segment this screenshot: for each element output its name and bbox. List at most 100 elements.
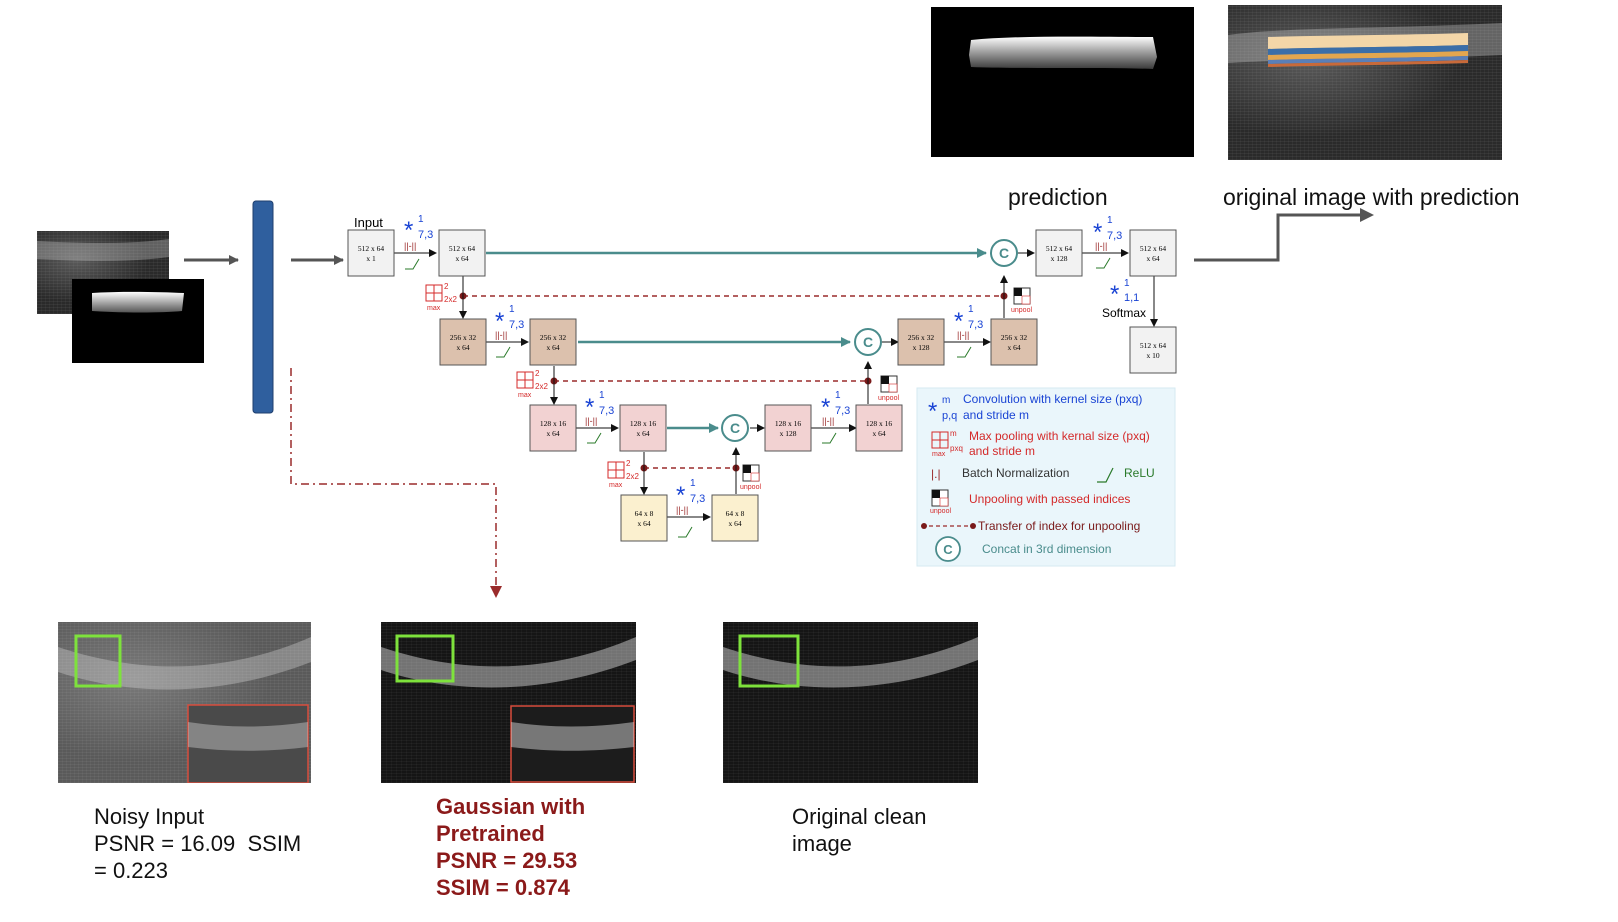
block-enc2b: 256 x 32 x 64 <box>529 318 577 366</box>
legend-pool-text-2: and stride m <box>969 444 1035 458</box>
svg-text:512 x 64: 512 x 64 <box>358 244 385 253</box>
legend-bn-text: Batch Normalization <box>962 466 1069 480</box>
original-with-prediction-image <box>1228 5 1502 160</box>
svg-text:7,3: 7,3 <box>968 319 983 331</box>
output-arrow <box>1194 213 1360 262</box>
svg-text:x 128: x 128 <box>913 343 930 352</box>
svg-text:||-||: ||-|| <box>1095 241 1107 251</box>
svg-text:1: 1 <box>1107 215 1113 226</box>
svg-text:7,3: 7,3 <box>599 405 614 417</box>
svg-text:1: 1 <box>418 214 424 225</box>
svg-text:x 1: x 1 <box>366 254 376 263</box>
svg-text:x 128: x 128 <box>1051 254 1068 263</box>
clean-layers <box>723 634 978 688</box>
svg-text:256 x 32: 256 x 32 <box>450 333 477 342</box>
gaussian-caption-line4: SSIM = 0.874 <box>436 875 570 900</box>
original-with-prediction-label: original image with prediction <box>1223 184 1520 210</box>
input-mask-shape <box>92 291 184 313</box>
concat-circle-1: C <box>990 239 1018 267</box>
conv-op-4: * 1 7,3 ||-|| <box>676 478 705 538</box>
conv-op-out: * 1 1,1 <box>1110 278 1139 308</box>
unpool-icon-3: unpool <box>740 464 761 491</box>
svg-text:*: * <box>928 398 937 425</box>
block-dec3b: 128 x 16 x 64 <box>855 404 903 452</box>
gaussian-caption-line3: PSNR = 29.53 <box>436 848 578 873</box>
svg-text:C: C <box>943 542 953 557</box>
svg-text:pxq: pxq <box>950 444 963 453</box>
encoder-bar <box>252 200 274 414</box>
legend-conv-icon: * m p,q <box>928 395 957 425</box>
svg-text:2: 2 <box>444 282 449 291</box>
svg-text:x 64: x 64 <box>636 429 649 438</box>
svg-text:unpool: unpool <box>1011 307 1032 314</box>
svg-text:256 x 32: 256 x 32 <box>1001 333 1028 342</box>
block-dec1a: 512 x 64 x 128 <box>1035 229 1083 277</box>
denoise-link <box>290 368 497 592</box>
svg-text:128 x 16: 128 x 16 <box>630 419 657 428</box>
softmax-label: Softmax <box>1102 306 1146 320</box>
svg-text:*: * <box>404 217 413 244</box>
overlay-layers <box>1228 23 1502 67</box>
clean-caption: Original clean image <box>792 803 927 857</box>
clean-caption-line1: Original clean <box>792 804 927 829</box>
svg-text:1: 1 <box>509 304 515 315</box>
svg-text:*: * <box>954 308 963 335</box>
maxpool-icon-3: 2 2x2 max <box>607 459 639 489</box>
block-input: 512 x 64 x 1 <box>347 229 395 277</box>
svg-text:*: * <box>1093 219 1102 246</box>
svg-text:1: 1 <box>1124 278 1130 289</box>
svg-text:*: * <box>821 394 830 421</box>
concat-circle-2: C <box>854 328 882 356</box>
svg-text:7,3: 7,3 <box>690 493 705 505</box>
svg-text:x 64: x 64 <box>637 519 650 528</box>
svg-text:p,q: p,q <box>942 410 957 422</box>
svg-text:1: 1 <box>835 390 841 401</box>
svg-text:max: max <box>427 305 441 312</box>
legend-conv-text-2: and stride m <box>963 408 1029 422</box>
svg-text:*: * <box>585 394 594 421</box>
svg-text:256 x 32: 256 x 32 <box>540 333 567 342</box>
svg-text:*: * <box>676 482 685 509</box>
input-mask-image <box>72 279 204 363</box>
block-enc3b: 128 x 16 x 64 <box>619 404 667 452</box>
svg-text:x 64: x 64 <box>1146 254 1159 263</box>
maxpool-icon-1: 2 2x2 max <box>425 282 457 312</box>
svg-text:||-||: ||-|| <box>495 330 507 340</box>
block-bottleneck-b: 64 x 8 x 64 <box>711 494 759 542</box>
legend-pool-text: Max pooling with kernal size (pxq) <box>969 429 1150 443</box>
gaussian-caption-line1: Gaussian with <box>436 794 586 819</box>
svg-text:512 x 64: 512 x 64 <box>1046 244 1073 253</box>
noisy-caption-line2: PSNR = 16.09 SSIM <box>94 831 302 856</box>
noisy-caption: Noisy Input PSNR = 16.09 SSIM = 0.223 <box>94 803 301 884</box>
svg-text:max: max <box>609 482 623 489</box>
prediction-image <box>931 7 1194 157</box>
legend-bn-icon: |.| <box>931 467 941 481</box>
svg-text:*: * <box>1110 281 1119 308</box>
block-enc3a: 128 x 16 x 64 <box>529 404 577 452</box>
svg-text:7,3: 7,3 <box>509 319 524 331</box>
svg-text:x 64: x 64 <box>872 429 885 438</box>
svg-text:7,3: 7,3 <box>1107 230 1122 242</box>
prediction-label: prediction <box>1008 184 1108 210</box>
svg-text:unpool: unpool <box>740 484 761 491</box>
legend-relu-text: ReLU <box>1124 466 1155 480</box>
svg-text:512 x 64: 512 x 64 <box>449 244 476 253</box>
svg-text:512 x 64: 512 x 64 <box>1140 341 1167 350</box>
clean-caption-line2: image <box>792 831 852 856</box>
block-enc2a: 256 x 32 x 64 <box>439 318 487 366</box>
svg-text:128 x 16: 128 x 16 <box>866 419 893 428</box>
block-enc1: 512 x 64 x 64 <box>438 229 486 277</box>
maxpool-icon-2: 2 2x2 max <box>516 369 548 399</box>
conv-op-5: * 1 7,3 ||-|| <box>821 390 850 444</box>
gaussian-caption-line2: Pretrained <box>436 821 545 846</box>
svg-text:1: 1 <box>690 478 696 489</box>
svg-text:x 64: x 64 <box>546 343 559 352</box>
svg-text:2x2: 2x2 <box>535 382 548 391</box>
conv-op-2: * 1 7,3 ||-|| <box>495 304 524 358</box>
svg-text:2x2: 2x2 <box>444 295 457 304</box>
svg-text:64 x 8: 64 x 8 <box>726 509 745 518</box>
svg-text:m: m <box>950 429 957 438</box>
svg-text:||-||: ||-|| <box>957 330 969 340</box>
svg-text:256 x 32: 256 x 32 <box>908 333 935 342</box>
legend: * m p,q Convolution with kernel size (px… <box>916 387 1176 567</box>
